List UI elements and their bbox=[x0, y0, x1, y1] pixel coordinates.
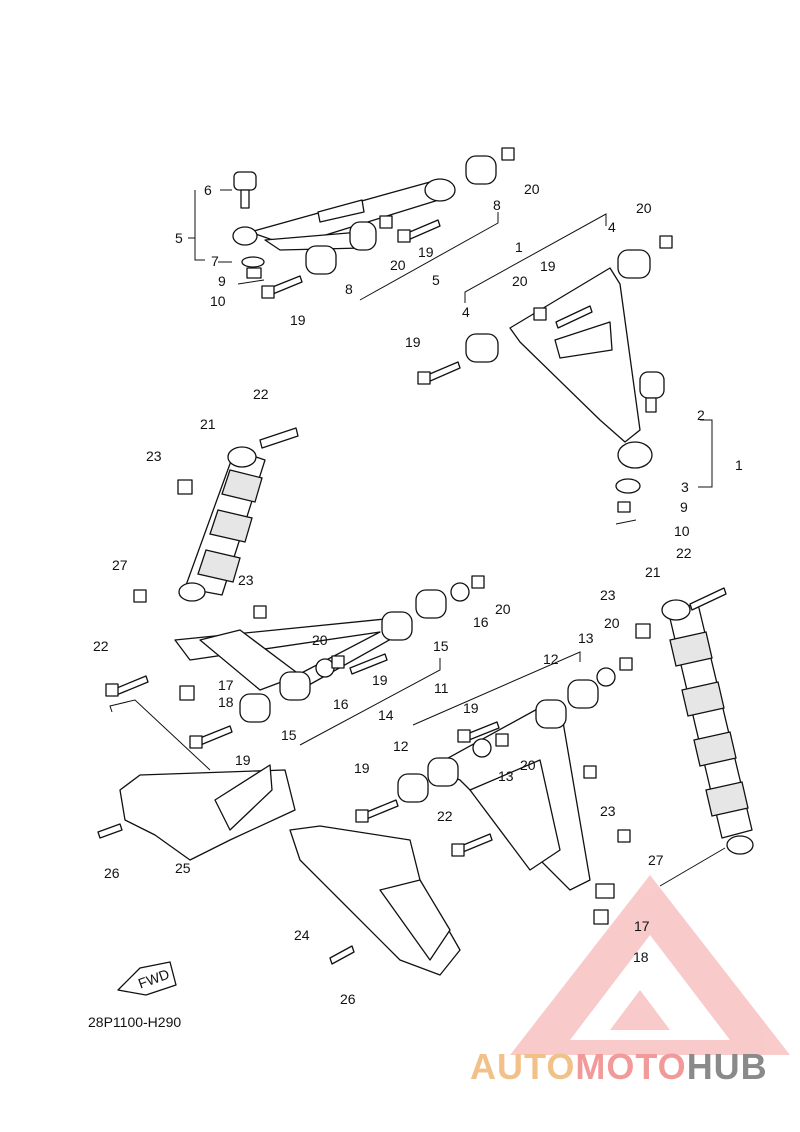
callout-20c: 20 bbox=[636, 200, 652, 216]
callout-8: 8 bbox=[345, 281, 353, 297]
callout-19g: 19 bbox=[463, 700, 479, 716]
watermark-triangle bbox=[510, 875, 790, 1055]
callout-17b: 17 bbox=[634, 918, 650, 934]
callout-5: 5 bbox=[175, 230, 183, 246]
callout-22c: 22 bbox=[93, 638, 109, 654]
callout-20: 20 bbox=[390, 257, 406, 273]
callout-13: 13 bbox=[578, 630, 594, 646]
callout-20b: 20 bbox=[524, 181, 540, 197]
callout-5b: 5 bbox=[432, 272, 440, 288]
callout-1: 1 bbox=[515, 239, 523, 255]
callout-21: 21 bbox=[200, 416, 216, 432]
callout-14: 14 bbox=[378, 707, 394, 723]
callout-9: 9 bbox=[218, 273, 226, 289]
right-lower-arm bbox=[355, 657, 633, 925]
callout-20e: 20 bbox=[495, 601, 511, 617]
callout-19d: 19 bbox=[405, 334, 421, 350]
callout-10: 10 bbox=[210, 293, 226, 309]
callout-18: 18 bbox=[218, 694, 234, 710]
callout-23b: 23 bbox=[238, 572, 254, 588]
callout-26: 26 bbox=[104, 865, 120, 881]
upper-arm-assembly bbox=[232, 147, 515, 299]
brand-part-moto: MOTO bbox=[575, 1046, 687, 1087]
callout-19e: 19 bbox=[372, 672, 388, 688]
callout-11: 11 bbox=[434, 680, 449, 696]
callout-25: 25 bbox=[175, 860, 191, 876]
brand-part-hub: HUB bbox=[686, 1046, 768, 1087]
callout-9b: 9 bbox=[680, 499, 688, 515]
callout-21b: 21 bbox=[645, 564, 661, 580]
fwd-arrow-icon bbox=[117, 961, 177, 996]
callout-16: 16 bbox=[473, 614, 489, 630]
callout-10b: 10 bbox=[674, 523, 690, 539]
callout-20d: 20 bbox=[512, 273, 528, 289]
callout-22d: 22 bbox=[437, 808, 453, 824]
callout-27: 27 bbox=[112, 557, 128, 573]
callout-19c: 19 bbox=[540, 258, 556, 274]
callout-23c: 23 bbox=[600, 587, 616, 603]
callout-20g: 20 bbox=[604, 615, 620, 631]
callout-19b: 19 bbox=[418, 244, 434, 260]
callout-19h: 19 bbox=[354, 760, 370, 776]
callout-17: 17 bbox=[218, 677, 234, 693]
callout-8b: 8 bbox=[493, 197, 501, 213]
callout-4: 4 bbox=[608, 219, 616, 235]
arm-guards bbox=[97, 764, 461, 976]
diagram-code: 28P1100-H290 bbox=[88, 1014, 181, 1030]
callout-15b: 15 bbox=[281, 727, 297, 743]
callout-24: 24 bbox=[294, 927, 310, 943]
callout-23: 23 bbox=[146, 448, 162, 464]
left-lower-arm bbox=[105, 575, 485, 749]
callout-7: 7 bbox=[211, 253, 219, 269]
callout-2: 2 bbox=[697, 407, 705, 423]
callout-22b: 22 bbox=[676, 545, 692, 561]
callout-27b: 27 bbox=[648, 852, 664, 868]
left-shock-absorber bbox=[177, 427, 299, 602]
watermark-brand: AUTOMOTOHUB bbox=[470, 1046, 800, 1094]
callout-22: 22 bbox=[253, 386, 269, 402]
callout-19f: 19 bbox=[235, 752, 251, 768]
callout-12b: 12 bbox=[393, 738, 409, 754]
callout-16b: 16 bbox=[333, 696, 349, 712]
callout-12: 12 bbox=[543, 651, 559, 667]
callout-3: 3 bbox=[681, 479, 689, 495]
callout-20f: 20 bbox=[312, 632, 328, 648]
callout-labels: 6 5 7 9 10 19 8 5 20 19 8 20 1 4 20 19 2… bbox=[93, 181, 743, 1007]
callout-26b: 26 bbox=[340, 991, 356, 1007]
callout-15: 15 bbox=[433, 638, 449, 654]
brand-part-auto: AUTO bbox=[470, 1046, 576, 1087]
right-shock-absorber bbox=[635, 587, 754, 855]
callout-4b: 4 bbox=[462, 304, 470, 320]
leader-lines bbox=[109, 189, 726, 887]
callout-13b: 13 bbox=[498, 768, 514, 784]
callout-23d: 23 bbox=[600, 803, 616, 819]
callout-1b: 1 bbox=[735, 457, 743, 473]
callout-20h: 20 bbox=[520, 757, 536, 773]
callout-18b: 18 bbox=[633, 949, 649, 965]
callout-6: 6 bbox=[204, 182, 212, 198]
right-upper-arm bbox=[417, 235, 673, 525]
callout-19: 19 bbox=[290, 312, 306, 328]
